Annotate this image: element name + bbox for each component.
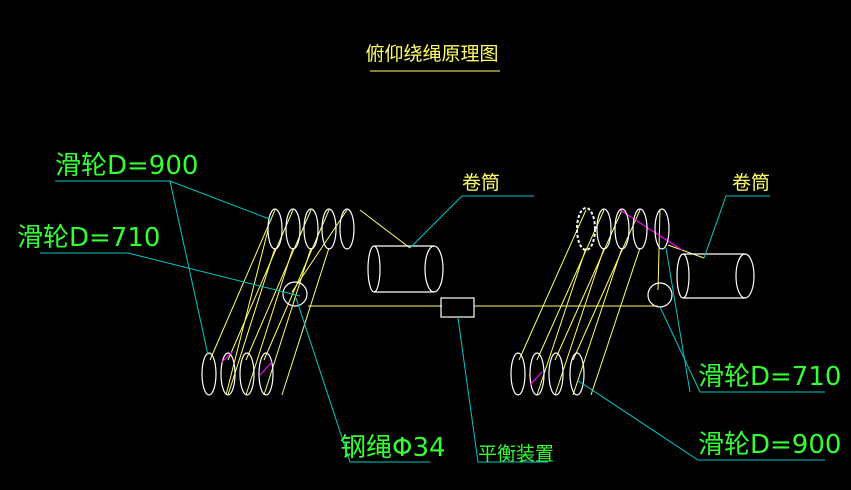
label-balance-device: 平衡装置 xyxy=(478,443,554,465)
left-pulley-710 xyxy=(282,281,308,307)
label-drum-right: 卷筒 xyxy=(732,172,770,194)
right-rope-lines xyxy=(518,209,705,396)
leader-lines xyxy=(40,180,825,463)
right-upper-pulleys xyxy=(576,207,670,251)
label-rope: 钢绳Φ34 xyxy=(340,433,446,463)
label-pulley-900-left: 滑轮D=900 xyxy=(55,151,198,181)
right-magenta-rope xyxy=(619,209,683,251)
label-pulley-710-left: 滑轮D=710 xyxy=(17,223,160,253)
diagram-title: 俯仰绕绳原理图 xyxy=(365,43,498,65)
label-pulley-710-right: 滑轮D=710 xyxy=(698,362,841,392)
left-lower-pulleys xyxy=(201,352,274,396)
left-upper-pulleys xyxy=(267,208,355,250)
right-lower-magenta-mark xyxy=(529,371,543,386)
label-pulley-900-right: 滑轮D=900 xyxy=(698,430,841,460)
balance-device xyxy=(440,297,475,318)
right-lower-pulleys xyxy=(510,352,585,396)
label-drum-left: 卷筒 xyxy=(462,172,500,194)
left-rope-lines xyxy=(209,209,658,396)
left-magenta-marks xyxy=(221,351,273,376)
left-drum xyxy=(367,245,444,293)
right-drum xyxy=(676,253,755,299)
right-pulley-710 xyxy=(647,282,673,308)
